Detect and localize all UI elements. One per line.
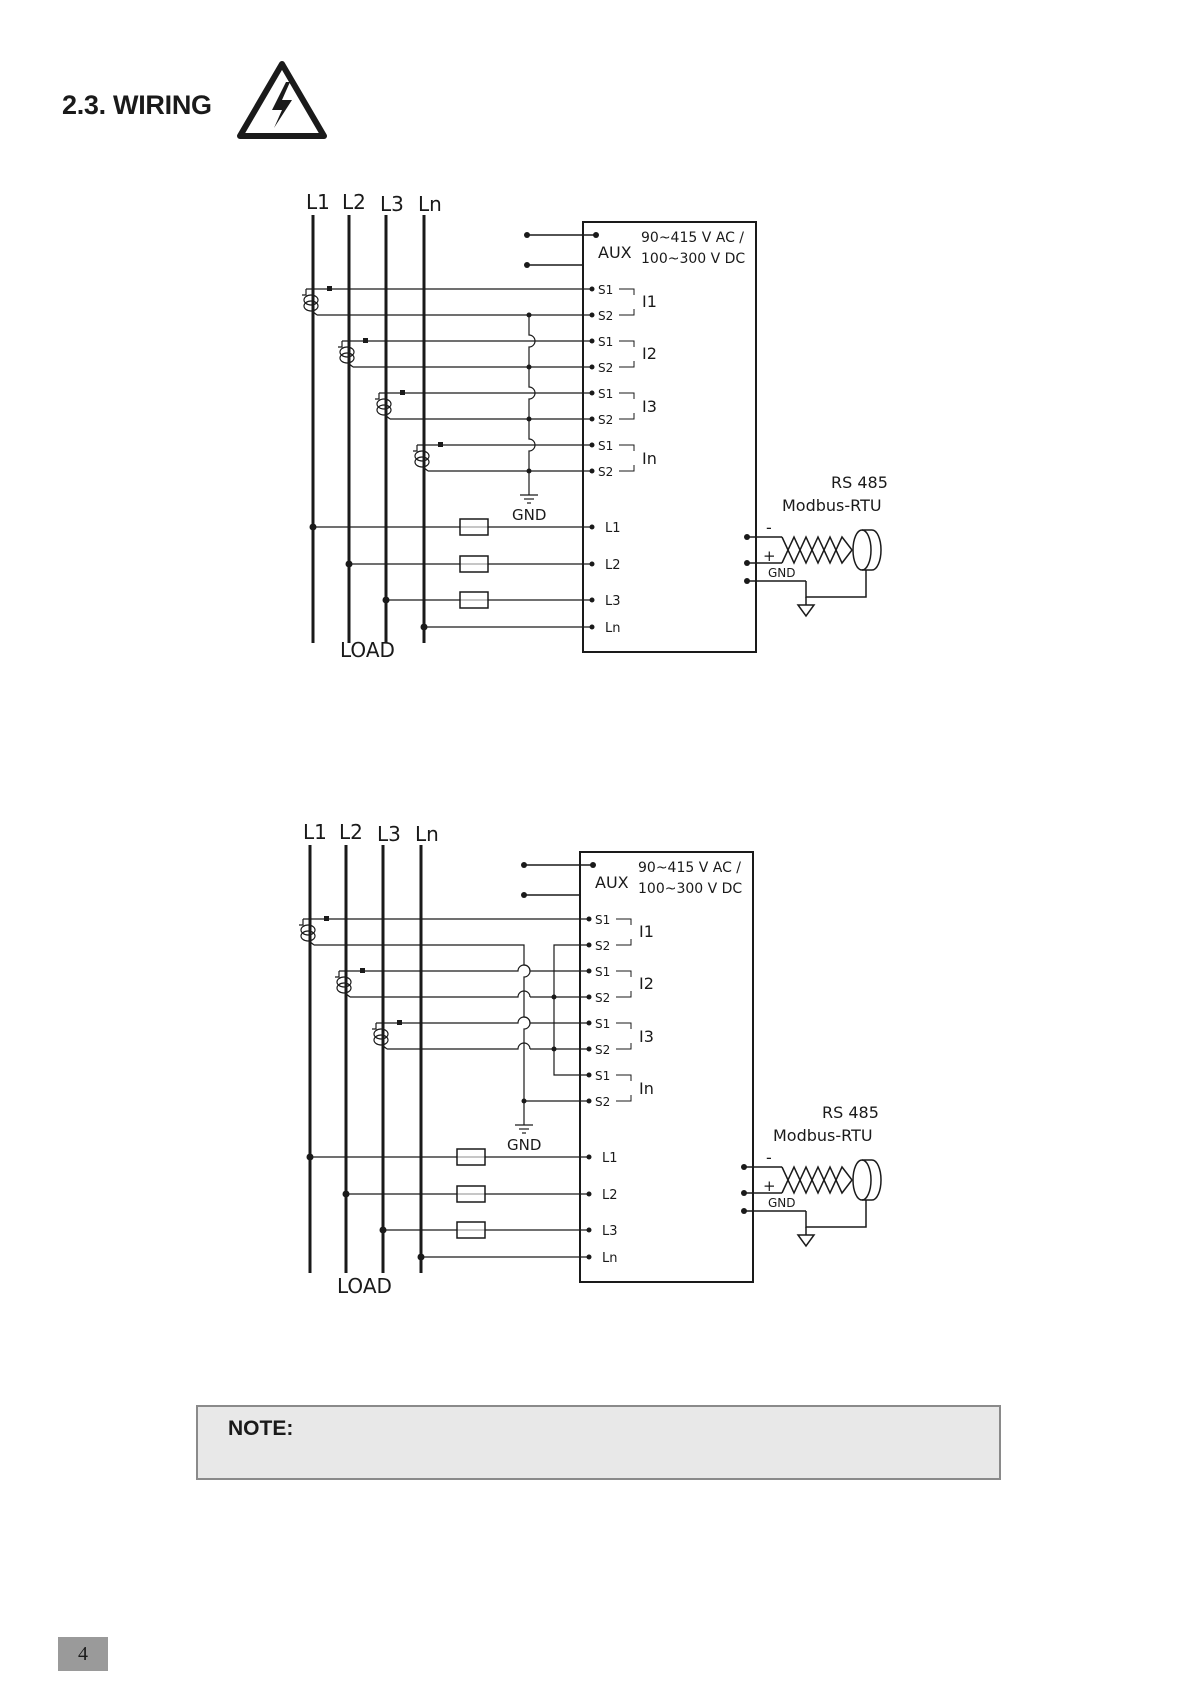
svg-text:S2: S2 [598,361,613,375]
svg-text:S1: S1 [595,965,610,979]
bus-label-l1: L1 [306,190,330,214]
svg-text:I1: I1 [639,922,654,941]
bus-label-l3: L3 [377,822,401,846]
bus-lines [310,845,421,1273]
terminal-i2: S1 S2 I2 [590,335,657,375]
bus-label-l2: L2 [339,820,363,844]
svg-text:S2: S2 [595,991,610,1005]
ct-wiring [299,919,589,1133]
svg-text:S2: S2 [598,413,613,427]
svg-text:I2: I2 [642,344,657,363]
load-label: LOAD [337,1274,392,1298]
bus-label-l3: L3 [380,192,404,216]
ct-wiring [302,289,592,503]
vin-ln: Ln [605,621,620,636]
load-label: LOAD [340,638,395,662]
rs485-cable [744,1160,881,1246]
aux-label: AUX [595,873,629,892]
bus-label-l2: L2 [342,190,366,214]
svg-text:S2: S2 [595,939,610,953]
rs485-minus: - [766,1148,772,1167]
svg-text:S1: S1 [595,1069,610,1083]
svg-text:S1: S1 [595,913,610,927]
vin-l2: L2 [602,1188,618,1203]
vin-ln: Ln [602,1251,617,1266]
rs485-gnd: GND [768,566,796,580]
wiring-diagram-2: L1 L2 L3 Ln AUX 90~415 V AC / 100~300 V … [0,815,1191,1335]
voltage-wiring [313,519,592,627]
vin-l3: L3 [602,1224,618,1239]
svg-text:I3: I3 [642,397,657,416]
bus-label-ln: Ln [418,192,442,216]
rs485-title: RS 485 [822,1103,879,1122]
terminal-in: S1 S2 In [590,439,657,479]
svg-text:In: In [642,449,657,468]
terminal-i1: S1 S2 I1 [587,913,654,953]
bus-label-l1: L1 [303,820,327,844]
bus-lines [313,215,424,643]
terminal-i3: S1 S2 I3 [590,387,657,427]
svg-text:I2: I2 [639,974,654,993]
rs485-protocol: Modbus-RTU [782,496,882,515]
rs485-minus: - [766,518,772,537]
aux-label: AUX [598,243,632,262]
voltage-wiring [310,1149,589,1257]
rs485-protocol: Modbus-RTU [773,1126,873,1145]
vin-l3: L3 [605,594,621,609]
svg-text:S2: S2 [598,465,613,479]
svg-text:S1: S1 [598,283,613,297]
aux-spec-ac: 90~415 V AC / [638,860,741,876]
rs485-title: RS 485 [831,473,888,492]
section-heading: 2.3. WIRING [62,90,212,121]
svg-text:S1: S1 [598,387,613,401]
ct-gnd-label: GND [512,506,546,524]
note-box: NOTE: [196,1405,1001,1480]
page-number: 4 [58,1637,108,1671]
high-voltage-warning-icon [236,60,328,140]
terminal-in: S1 S2 In [587,1069,654,1109]
svg-text:I1: I1 [642,292,657,311]
aux-spec-dc: 100~300 V DC [638,881,742,897]
rs485-gnd: GND [768,1196,796,1210]
wiring-diagram-1: L1 L2 L3 Ln AUX 90~415 V AC / 100~300 V … [0,185,1191,705]
terminal-i2: S1 S2 I2 [587,965,654,1005]
svg-text:S2: S2 [595,1043,610,1057]
svg-text:I3: I3 [639,1027,654,1046]
note-title: NOTE: [228,1417,293,1441]
vin-l2: L2 [605,558,621,573]
svg-text:S2: S2 [598,309,613,323]
svg-text:In: In [639,1079,654,1098]
svg-text:S1: S1 [598,335,613,349]
terminal-i3: S1 S2 I3 [587,1017,654,1057]
svg-text:S2: S2 [595,1095,610,1109]
terminal-i1: S1 S2 I1 [590,283,657,323]
aux-spec-dc: 100~300 V DC [641,251,745,267]
svg-text:S1: S1 [598,439,613,453]
aux-spec-ac: 90~415 V AC / [641,230,744,246]
ct-gnd-label: GND [507,1136,541,1154]
svg-text:S1: S1 [595,1017,610,1031]
bus-label-ln: Ln [415,822,439,846]
vin-l1: L1 [602,1151,618,1166]
vin-l1: L1 [605,521,621,536]
